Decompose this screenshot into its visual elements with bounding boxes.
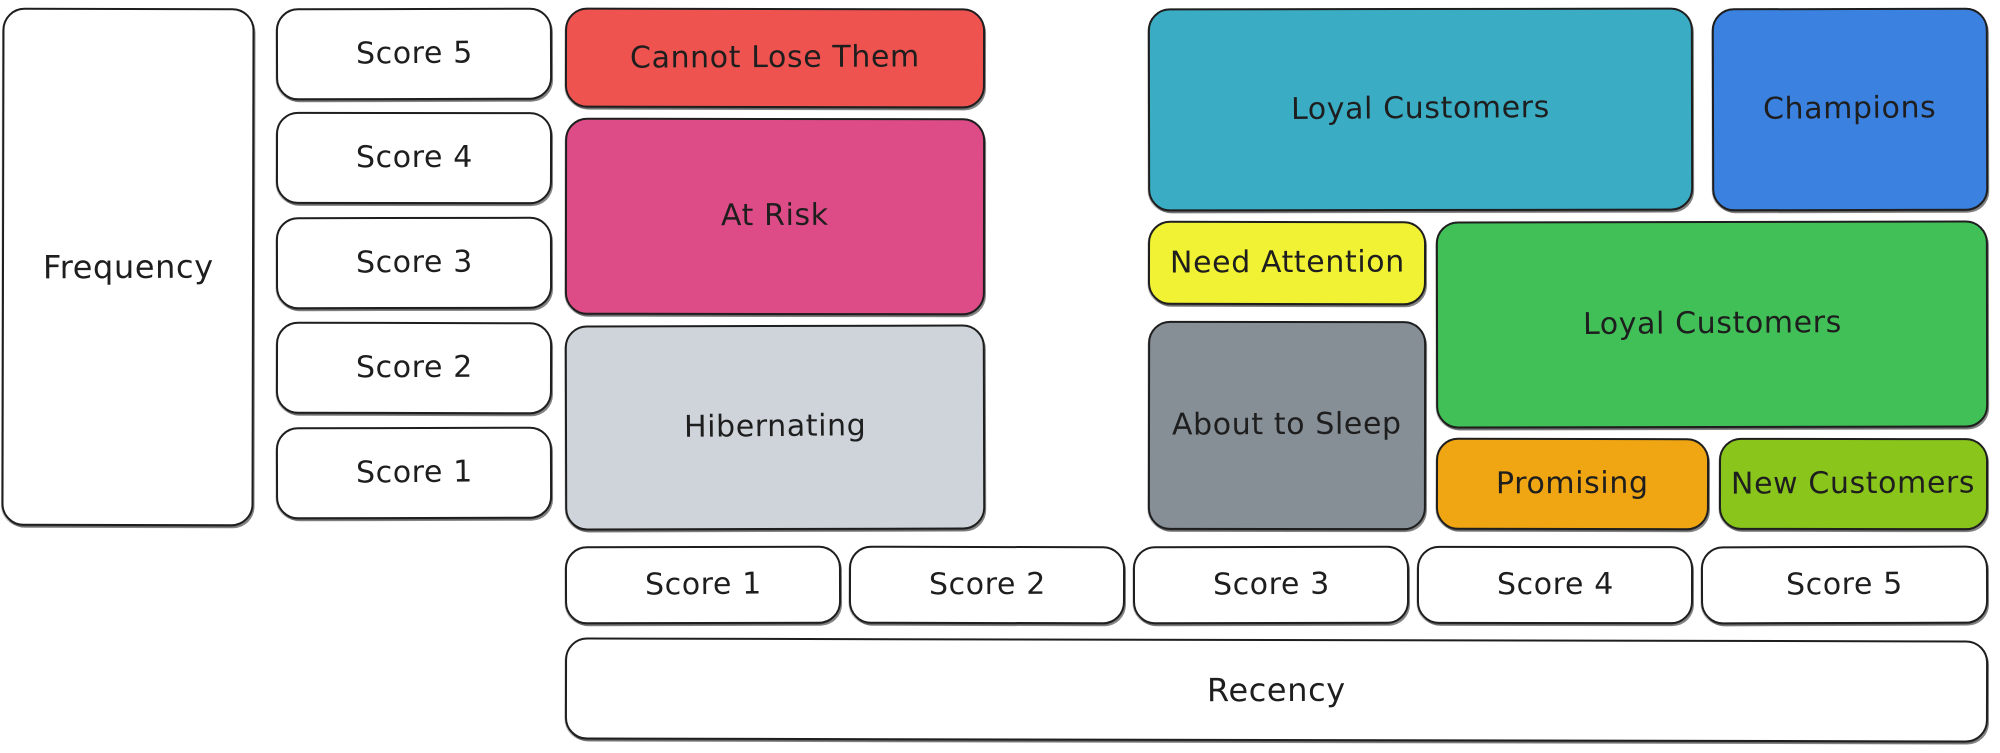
segment-promising[interactable]: Promising — [1435, 437, 1710, 531]
frequency-axis-label: Frequency — [42, 247, 214, 286]
segment-about-to-sleep[interactable]: About to Sleep — [1147, 320, 1427, 531]
frequency-score-2[interactable]: Score 2 — [275, 321, 553, 415]
recency-score-3[interactable]: Score 3 — [1132, 545, 1410, 625]
segment-new-customers[interactable]: New Customers — [1718, 437, 1989, 531]
segment-champions[interactable]: Champions — [1711, 7, 1989, 212]
segment-loyal-customers-green[interactable]: Loyal Customers — [1435, 220, 1989, 429]
recency-score-5[interactable]: Score 5 — [1700, 545, 1989, 625]
recency-score-2[interactable]: Score 2 — [848, 545, 1126, 625]
recency-axis-box: Recency — [564, 637, 1989, 743]
segment-at-risk[interactable]: At Risk — [564, 117, 986, 316]
frequency-axis-box: Frequency — [1, 7, 255, 527]
recency-axis-label: Recency — [1207, 670, 1346, 709]
segment-need-attention[interactable]: Need Attention — [1147, 220, 1427, 306]
segment-hibernating[interactable]: Hibernating — [564, 324, 986, 531]
frequency-score-1[interactable]: Score 1 — [275, 426, 553, 520]
segment-cannot-lose-them[interactable]: Cannot Lose Them — [564, 7, 986, 109]
recency-score-4[interactable]: Score 4 — [1416, 545, 1694, 625]
frequency-score-4[interactable]: Score 4 — [275, 111, 553, 205]
recency-score-1[interactable]: Score 1 — [564, 545, 842, 625]
frequency-score-5[interactable]: Score 5 — [275, 7, 553, 101]
frequency-score-3[interactable]: Score 3 — [275, 216, 553, 310]
segment-loyal-customers-teal[interactable]: Loyal Customers — [1147, 7, 1694, 212]
